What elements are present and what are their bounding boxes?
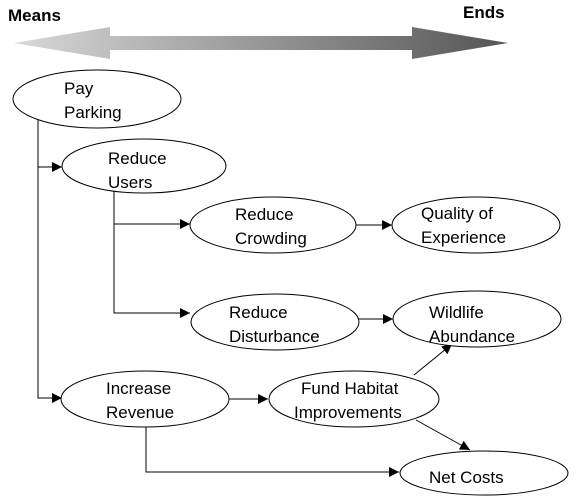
node-reduce-crowding: Reduce Crowding [189,196,357,254]
node-label-line2: Parking [64,103,122,122]
node-ellipse [399,450,569,496]
node-label-line1: Wildlife [429,303,484,322]
ends-label: Ends [463,3,505,22]
connectors [37,116,471,477]
node-pay-parking: Pay Parking [12,69,182,129]
node-label-line2: Crowding [235,229,307,248]
node-label-line2: Users [108,173,152,192]
node-ellipse [61,138,227,194]
node-fund-habitat-improvements: Fund Habitat Improvements [268,370,440,428]
node-label-line1: Quality of [421,204,493,223]
connector-pay-parking-increase-revenue [37,167,62,403]
means-label: Means [8,6,61,25]
node-quality-of-experience: Quality of Experience [391,196,561,254]
node-label-line1: Increase [106,379,171,398]
node-ellipse [12,69,182,129]
node-increase-revenue: Increase Revenue [60,370,230,428]
node-label-line2: Experience [421,228,506,247]
node-label-line2: Revenue [106,403,174,422]
node-wildlife-abundance: Wildlife Abundance [392,290,562,348]
node-label-line1: Reduce [235,205,294,224]
node-label-line1: Fund Habitat [301,379,399,398]
node-ellipse [391,196,561,254]
node-ellipse [60,370,230,428]
means-ends-arrow [14,27,508,59]
node-label-line1: Net Costs [429,468,504,487]
node-ellipse [189,196,357,254]
node-label-line1: Pay [64,79,94,98]
connector-increase-revenue-net-costs [145,424,399,477]
node-label-line2: Abundance [429,327,515,346]
connector-reduce-users-reduce-disturbance [113,224,190,318]
node-label-line2: Improvements [294,403,402,422]
node-label-line1: Reduce [229,303,288,322]
connector-fund-habitat-wildlife-abundance [413,343,453,376]
node-net-costs: Net Costs [399,450,569,496]
node-ellipse [268,370,440,428]
node-reduce-users: Reduce Users [61,138,227,194]
node-ellipse [392,290,562,348]
node-ellipse [190,293,360,351]
node-label-line2: Disturbance [229,327,320,346]
node-label-line1: Reduce [108,149,167,168]
node-reduce-disturbance: Reduce Disturbance [190,293,360,351]
connector-reduce-users-reduce-crowding [113,190,190,229]
connector-fund-habitat-net-costs [415,419,471,451]
